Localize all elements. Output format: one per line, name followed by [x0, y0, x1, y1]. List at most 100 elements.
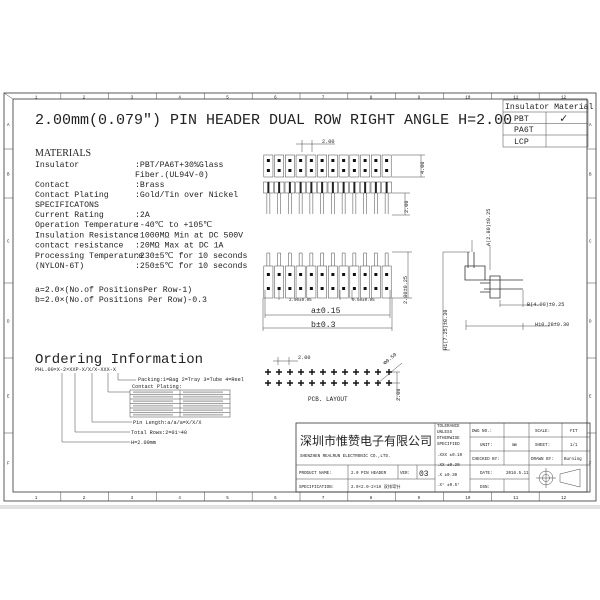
drawing-title: 2.00mm(0.079") PIN HEADER DUAL ROW RIGHT…: [35, 112, 512, 129]
scale-label: SCALE:: [535, 430, 550, 434]
ordering-packing: Packing:1=Bag 2=Tray 3=Tube 4=Reel: [138, 377, 244, 383]
pcb-hole-icon: [276, 369, 282, 375]
ordering-total-rows: Total Rows:2=01~40: [131, 430, 187, 436]
dim-side-a: A(2.80)±0.25: [486, 209, 492, 246]
specifications-heading: SPECIFICATONS: [35, 201, 99, 210]
row-marker-right: F: [589, 463, 592, 467]
pcb-hole-icon: [386, 380, 392, 386]
tolerance-note: TOLERANCE: [437, 425, 460, 429]
pcb-hole-icon: [331, 369, 337, 375]
column-marker-bottom: 10: [465, 497, 471, 501]
column-marker-bottom: 9: [418, 497, 421, 501]
ordering-information: Ordering Information PHL.00×X-2×XXP-X/X/…: [35, 352, 244, 446]
sheet-label: SHEET:: [535, 444, 550, 448]
spec-label: Current Rating: [35, 210, 104, 220]
pin-position: [349, 252, 360, 299]
material-value: :PBT/PA6T+30%Glass: [135, 160, 224, 170]
column-marker-bottom: 6: [274, 497, 277, 501]
materials-heading: MATERIALS: [35, 148, 91, 159]
tolerance-note: SPECIFIED: [437, 443, 460, 447]
checked-by-label: CHECKED BY:: [472, 458, 500, 462]
column-marker-top: 4: [178, 97, 181, 101]
scale-value: FIT: [570, 430, 578, 434]
version-label: VER:: [400, 472, 410, 476]
dim-top-pin: 2.00: [404, 201, 410, 213]
row-marker-left: F: [7, 463, 10, 467]
insulator-material-header: Insulator Material: [505, 102, 594, 112]
pcb-hole-icon: [265, 380, 271, 386]
company-name-cn: 深圳市惟赞电子有限公司: [300, 433, 432, 448]
dim-pin-width: 0.50±0.05: [352, 299, 375, 303]
pin-position: [317, 154, 328, 214]
pcb-hole-icon: [342, 380, 348, 386]
row-marker-left: B: [7, 174, 10, 178]
pin-position: [295, 154, 306, 214]
drawn-by-label: DRAWN BY:: [531, 458, 554, 462]
tolerance-value: .XXX ±0.10: [437, 454, 463, 458]
unit-value: mm: [512, 444, 518, 448]
pin-position: [306, 252, 317, 299]
pin-position: [349, 154, 360, 214]
projection-symbol-icon: [536, 468, 581, 488]
pin-position: [381, 154, 392, 214]
spec-value: :230±5℃ for 10 seconds: [135, 251, 247, 261]
column-marker-bottom: 1: [35, 497, 38, 501]
dim-top-height: 4.00: [420, 162, 426, 174]
row-marker-right: B: [589, 174, 592, 178]
tolerance-note: UNLESS: [437, 431, 453, 435]
pcb-hole-icon: [298, 369, 304, 375]
spec-label: Insulation Resistance: [35, 230, 138, 240]
pin-position: [317, 252, 327, 299]
column-marker-top: 10: [465, 97, 471, 101]
formula-a: a=2.0×(No.of PositionsPer Row-1): [35, 285, 192, 295]
formula-b: b=2.0×(No.of Positions Per Row)-0.3: [35, 295, 207, 305]
dim-pcb-pitch: 2.00: [298, 355, 310, 361]
column-marker-bottom: 11: [513, 497, 519, 501]
spec-label: Processing Temperature: [35, 251, 143, 261]
column-marker-bottom: 4: [178, 497, 181, 501]
pcb-hole-icon: [331, 380, 337, 386]
sheet-value: 1/1: [570, 443, 578, 448]
row-marker-right: D: [589, 321, 592, 325]
row-marker-left: E: [7, 396, 10, 400]
ordering-pin-length: Pin Length:a/a/a=X/X/X: [133, 420, 202, 426]
material-pbt: PBT: [514, 115, 529, 124]
ordering-height: H=2.00mm: [131, 440, 156, 446]
column-marker-top: 7: [322, 97, 325, 101]
pcb-hole-icon: [265, 369, 271, 375]
pin-position: [284, 154, 295, 214]
pcb-hole-icon: [276, 380, 282, 386]
pcb-hole-icon: [287, 380, 293, 386]
column-marker-bottom: 3: [131, 497, 134, 501]
row-marker-left: D: [7, 321, 10, 325]
pcb-layout: 2.00 Φ0.50 2.00 PCB. LAYOUT: [265, 352, 403, 403]
spec-label: contact resistance: [35, 241, 124, 251]
column-marker-bottom: 5: [226, 497, 229, 501]
specification-value: 2.0×2.0-2×1H 双排弯针: [351, 483, 400, 490]
column-marker-top: 2: [83, 97, 86, 101]
pcb-hole-icon: [375, 369, 381, 375]
insulator-material-table: Insulator Material PBT PA6T LCP ✓: [502, 99, 594, 148]
top-view: 2.00 4.00 2.00: [263, 139, 426, 216]
pcb-hole-icon: [309, 380, 315, 386]
dim-top-pitch: 2.00: [322, 139, 334, 145]
column-marker-top: 3: [131, 97, 134, 101]
column-marker-top: 1: [35, 97, 38, 101]
pin-position: [370, 154, 381, 214]
pin-position: [295, 252, 306, 299]
version-value: 03: [419, 470, 429, 479]
drawn-by-value: Burning: [564, 457, 582, 462]
spec-label: Operation Temperature: [35, 220, 138, 230]
tolerance-value: .XX ±0.20: [437, 464, 460, 468]
pcb-hole-icon: [309, 369, 315, 375]
front-view: 2.00±0.05 0.50±0.05 a±0.15 b±0.3 2.80±0.…: [262, 251, 412, 331]
column-marker-top: 5: [226, 97, 229, 101]
pcb-hole-icon: [364, 369, 370, 375]
pcb-hole-icon: [342, 369, 348, 375]
ordering-code: PHL.00×X-2×XXP-X/X/X-XXX-X: [35, 367, 117, 373]
spec-value: :-40℃ to +105℃: [135, 221, 212, 230]
pin-position: [338, 252, 349, 299]
row-marker-right: C: [589, 241, 592, 245]
date-label: DATE:: [480, 472, 493, 476]
pcb-hole-icon: [287, 369, 293, 375]
